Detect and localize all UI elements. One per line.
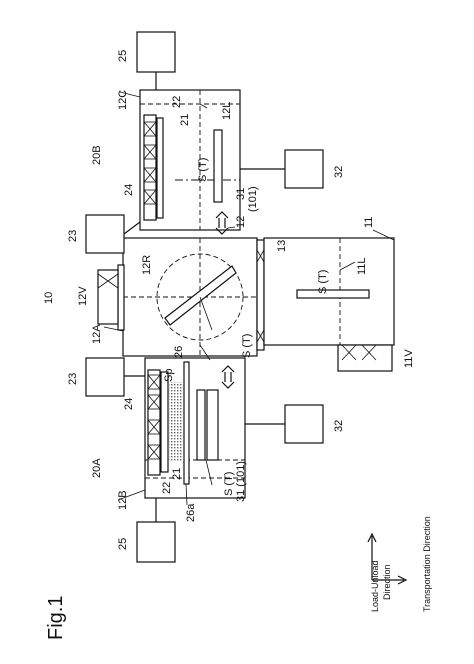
label-st-loadlock: S (T)	[317, 270, 329, 294]
gate-valve-13-cross	[256, 249, 265, 343]
carrier-31-lower	[196, 389, 206, 461]
label-21-lower: 21	[171, 468, 183, 480]
label-25-upper: 25	[117, 50, 129, 62]
pump-11v-valve	[341, 344, 377, 361]
label-101-upper: (101)	[247, 186, 259, 212]
gas-23-upper-line	[123, 221, 141, 235]
label-25-lower: 25	[117, 538, 129, 550]
carrier-31-upper	[213, 129, 223, 203]
robot-12r-circle	[156, 253, 244, 341]
label-11: 11	[363, 217, 375, 228]
target-21-upper	[156, 117, 164, 219]
legend-load-unload-2: Direction	[382, 564, 392, 600]
valves-24-upper	[143, 121, 157, 205]
label-12a: 12A	[91, 324, 103, 344]
legend-load-unload-1: Load-Unload	[370, 560, 380, 612]
label-20b: 20B	[91, 145, 103, 165]
gas-supply-23-lower	[85, 357, 125, 397]
label-22-upper: 22	[171, 96, 183, 108]
label-10: 10	[43, 292, 55, 304]
label-sp: Sp	[163, 369, 175, 382]
label-11v: 11V	[403, 349, 415, 368]
label-32-upper: 32	[333, 166, 345, 178]
label-group: Fig.1 10 20A 20B 11 11L 11V 12 12A 12B 1…	[43, 50, 432, 640]
gas-supply-23-upper	[85, 214, 125, 254]
label-12: 12	[235, 216, 247, 228]
label-31-upper: 31	[235, 188, 247, 200]
label-11l: 11L	[356, 257, 368, 275]
valves-24-lower	[147, 374, 161, 460]
gate-valve-12v	[117, 264, 125, 331]
substrate-11l	[296, 289, 370, 299]
controller-32-upper	[284, 149, 324, 189]
label-20a: 20A	[91, 458, 103, 478]
label-12r: 12R	[141, 255, 153, 275]
label-12l: 12L	[221, 102, 233, 120]
label-22-lower: 22	[161, 482, 173, 494]
label-23-upper: 23	[67, 230, 79, 242]
label-12v: 12V	[77, 286, 89, 306]
robot-arm-link	[199, 296, 213, 331]
label-31-lower: 31 (101)	[235, 461, 247, 502]
pump-12v-valve	[97, 273, 119, 289]
label-12b: 12B	[117, 490, 129, 510]
label-24-lower: 24	[123, 398, 135, 410]
pump-11v	[337, 344, 393, 372]
legend-arrows	[367, 532, 408, 585]
label-st-robot: S (T)	[241, 334, 253, 358]
load-arrow-lower	[221, 365, 235, 389]
label-23-lower: 23	[67, 373, 79, 385]
target-21-lower	[160, 371, 169, 473]
pump-12v	[97, 269, 119, 325]
label-12c: 12C	[117, 90, 129, 110]
power-supply-25-upper	[136, 31, 176, 73]
shutter-26	[183, 361, 190, 485]
load-arrow-upper	[215, 211, 229, 235]
carrier-101-lower	[206, 389, 219, 461]
label-26: 26	[173, 346, 185, 358]
leader-lines	[103, 91, 395, 506]
fig-title: Fig.1	[45, 596, 67, 640]
legend-transport: Transportation Direction	[422, 516, 432, 612]
controller-32-lower	[284, 404, 324, 444]
label-24-upper: 24	[123, 184, 135, 196]
label-st-lower: S (T)	[223, 472, 235, 496]
label-st-upper: S (T)	[197, 158, 209, 182]
label-26a: 26a	[185, 503, 197, 522]
plasma-region-sp	[169, 382, 183, 462]
robot-arm	[164, 265, 237, 326]
label-21-upper: 21	[179, 114, 191, 126]
power-supply-25-lower	[136, 521, 176, 563]
label-32-lower: 32	[333, 420, 345, 432]
label-13: 13	[276, 240, 288, 252]
